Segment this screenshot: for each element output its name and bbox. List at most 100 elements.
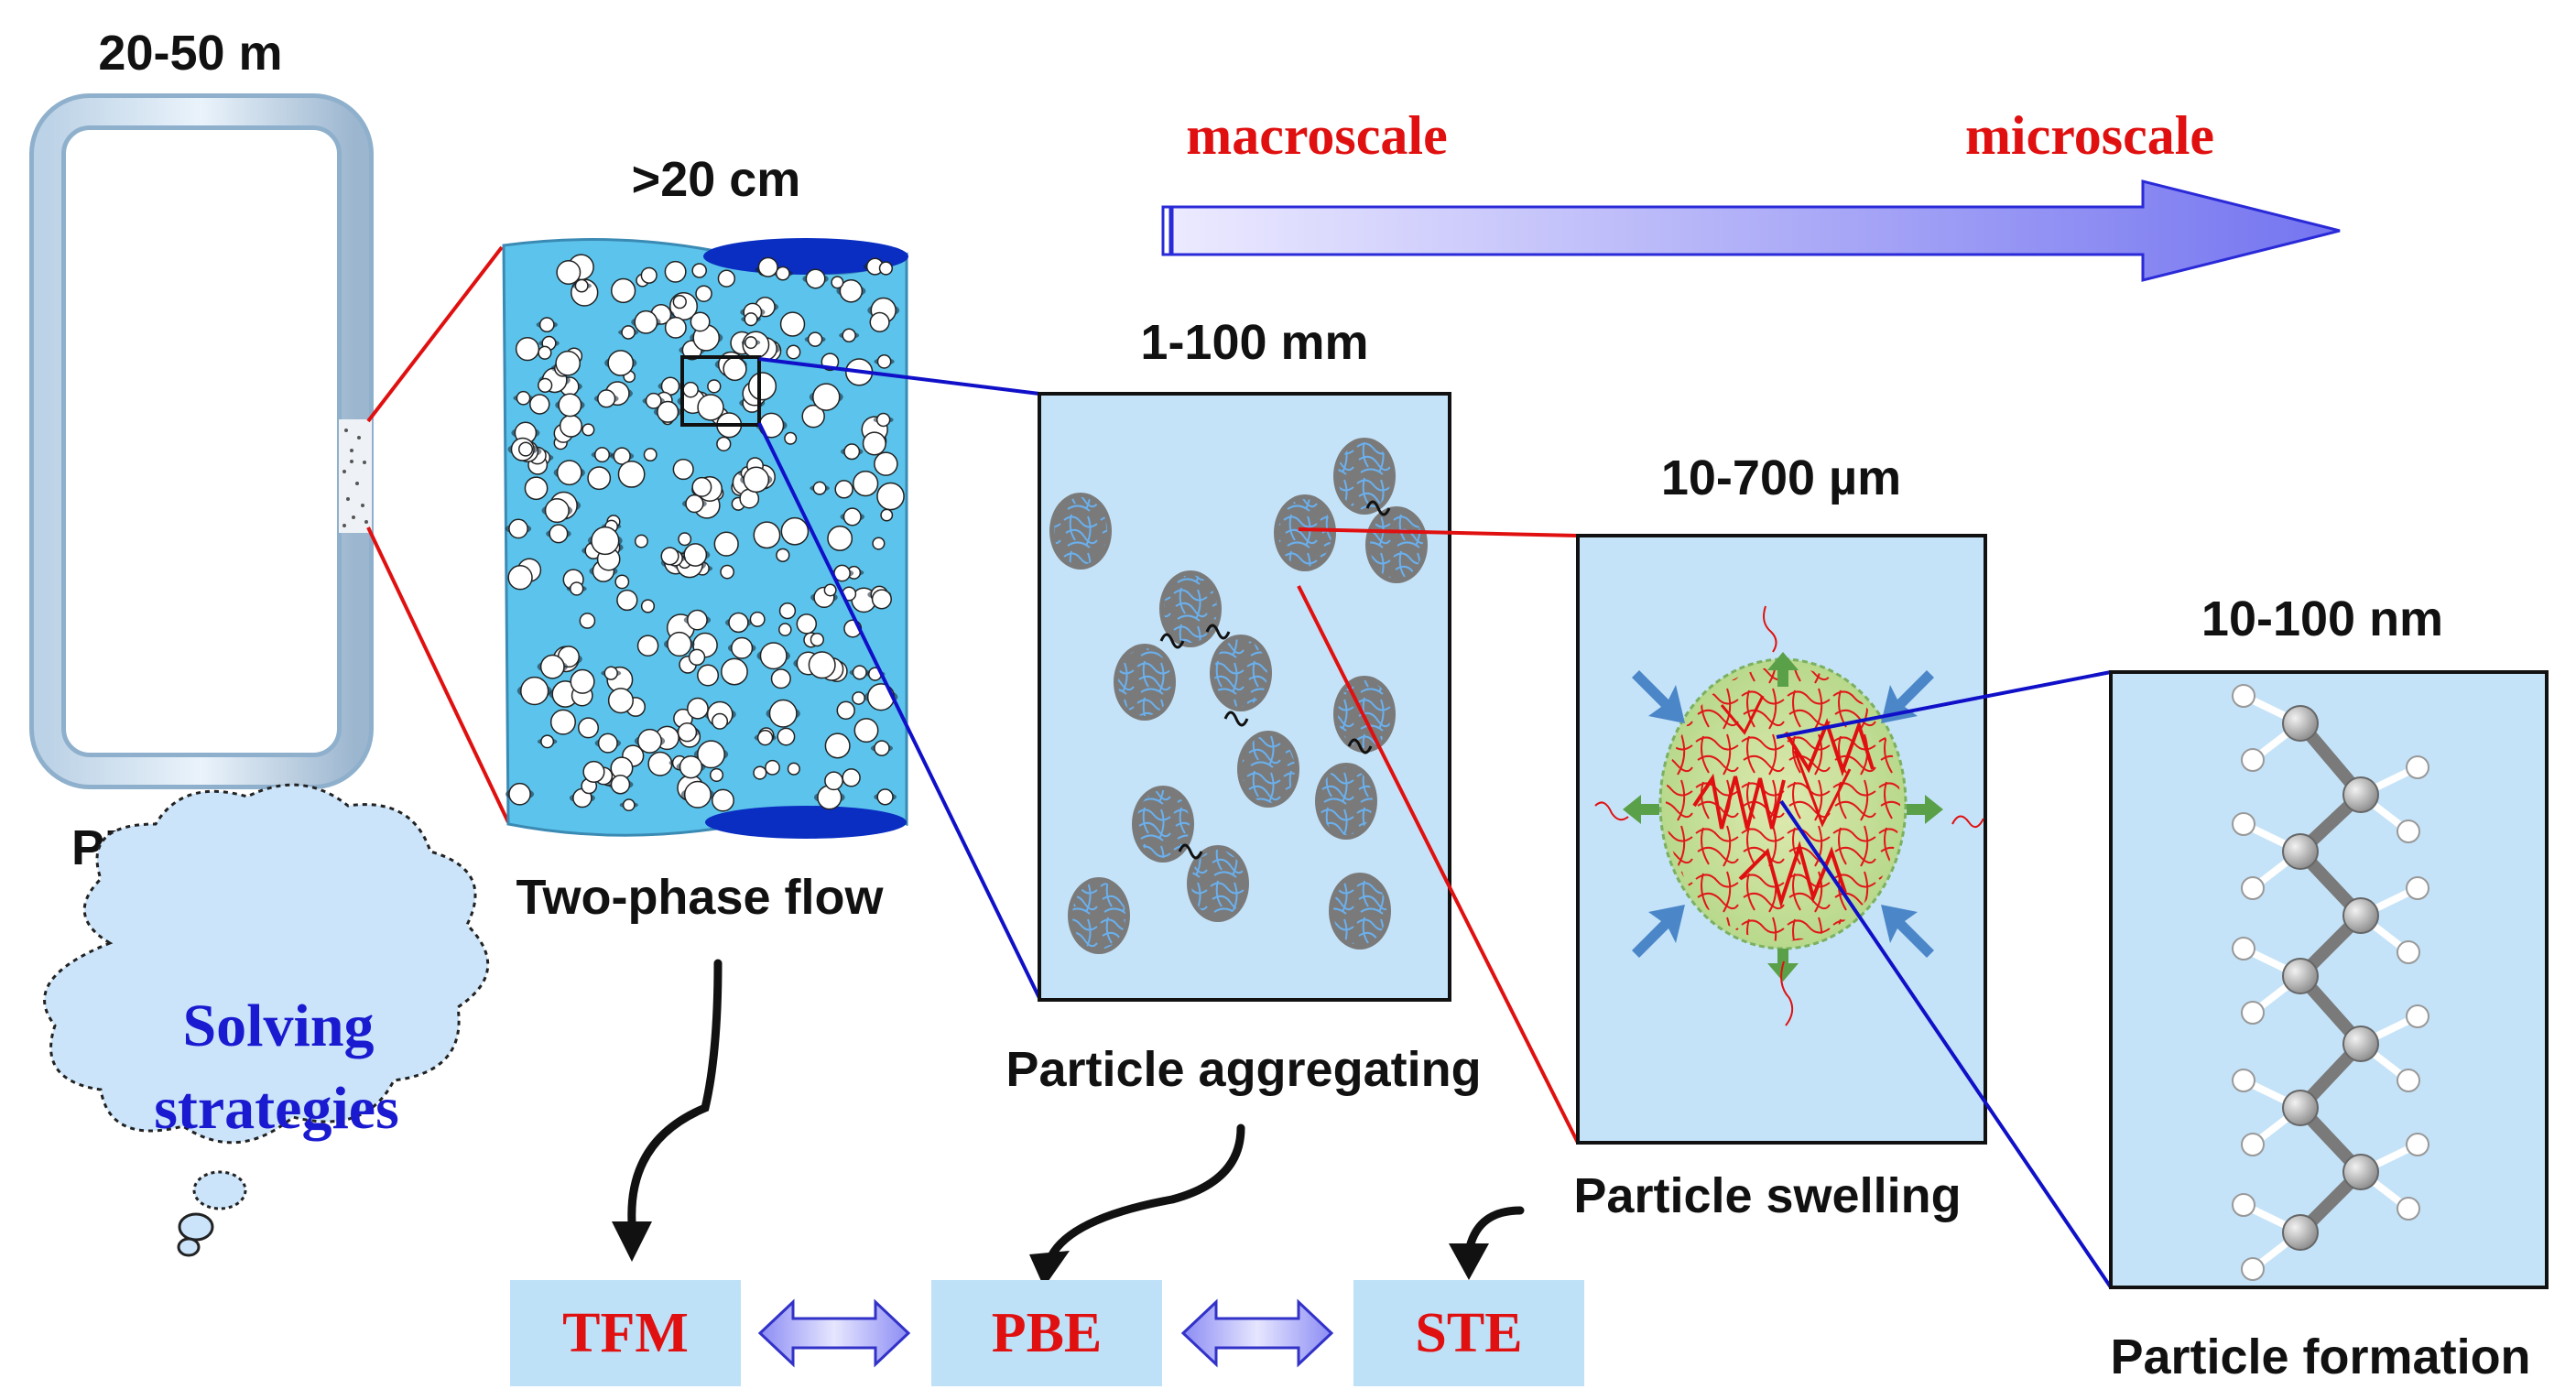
bubble	[508, 518, 528, 539]
polymer-particle	[1237, 731, 1299, 808]
bubble	[876, 788, 894, 806]
pbe-box[interactable]	[931, 1280, 1162, 1386]
bubble	[707, 379, 722, 394]
bubble	[664, 316, 687, 339]
bubble	[582, 423, 595, 437]
bubble	[876, 353, 892, 369]
ste-box[interactable]	[1353, 1280, 1584, 1386]
bubble	[876, 482, 905, 511]
outflow-arrow-icon	[1907, 795, 1943, 824]
carbon-atom	[2282, 958, 2319, 994]
aggregate-particles	[1049, 438, 1428, 954]
bubble	[796, 613, 818, 635]
bubble	[824, 733, 851, 759]
collision-icon	[1159, 633, 1185, 649]
bubble	[634, 534, 648, 548]
cloud-text-line2: strategies	[154, 1075, 399, 1142]
bubble	[880, 508, 894, 522]
bubble	[508, 782, 531, 806]
bubble	[621, 325, 636, 340]
bubble	[579, 613, 596, 629]
bubble	[677, 722, 698, 743]
bubble	[853, 718, 879, 743]
bubble	[720, 564, 735, 580]
carbon-atom	[2342, 897, 2379, 934]
bubble	[728, 612, 749, 634]
bubble	[610, 775, 631, 795]
hydrogen-atom	[2232, 812, 2255, 836]
hydrogen-atom	[2232, 937, 2255, 960]
bubble	[687, 697, 709, 720]
bubble	[524, 476, 549, 501]
swelling-label: Particle swelling	[1573, 1168, 1961, 1223]
bubble	[683, 543, 708, 567]
bubble	[556, 260, 582, 285]
polymer-particle	[1049, 493, 1112, 570]
arrow-tail-bar	[1161, 205, 1172, 256]
pipe-label: Two-phase flow	[516, 870, 885, 925]
bubble	[823, 583, 837, 597]
bubble	[810, 632, 824, 647]
hydrogen-atom	[2232, 684, 2255, 708]
bubble	[843, 443, 861, 461]
bubble	[709, 767, 724, 782]
bubble	[617, 460, 646, 488]
polymer-particle	[1132, 786, 1194, 863]
carbon-atom	[2282, 1214, 2319, 1251]
bubble	[874, 740, 890, 756]
bubble	[716, 436, 732, 452]
bubble	[607, 688, 634, 714]
bubble	[607, 350, 635, 376]
pbe-ste-coupling-arrow	[1180, 1298, 1334, 1368]
bubble	[743, 466, 770, 494]
bubble	[636, 635, 659, 657]
bubble	[757, 256, 778, 277]
bubble	[753, 521, 781, 549]
bubble	[731, 636, 754, 659]
bubble	[827, 526, 853, 551]
bubble	[672, 458, 694, 481]
tfm-arrowhead-icon	[612, 1221, 652, 1262]
bubble	[667, 631, 692, 657]
bubble	[801, 404, 825, 429]
bubble	[756, 729, 774, 746]
arrow-body	[1170, 179, 2341, 282]
bubble	[538, 377, 553, 393]
outflow-arrow-icon	[1767, 652, 1799, 687]
pipe-top-opening	[703, 238, 908, 275]
bubble	[558, 393, 582, 418]
formation-scale-label: 10-100 nm	[2201, 591, 2443, 646]
bubble	[759, 642, 788, 670]
polyethylene-chain	[2232, 684, 2429, 1281]
polymer-particle	[1210, 635, 1272, 711]
hydrogen-atom	[2241, 1257, 2265, 1281]
aggregate-scale-label: 1-100 mm	[1140, 315, 1368, 370]
outflow-arrow-icon	[1623, 795, 1659, 824]
bubble	[622, 798, 636, 812]
bubble	[842, 507, 862, 526]
pipe-bottom-opening	[705, 806, 907, 839]
aggregate-connector-bottom	[1297, 585, 1580, 1144]
bubble	[610, 277, 636, 304]
bubble	[685, 494, 704, 514]
tfm-box[interactable]	[510, 1280, 741, 1386]
bubble	[721, 657, 748, 686]
bubble	[660, 547, 679, 566]
bubble	[778, 623, 792, 636]
bubble	[587, 466, 612, 491]
bubble	[664, 260, 687, 283]
bubble	[517, 441, 534, 457]
bubble	[597, 389, 616, 408]
bubble	[507, 565, 533, 591]
hydrogen-atom	[2232, 1193, 2255, 1217]
carbon-atom	[2282, 1090, 2319, 1126]
bubble	[657, 400, 679, 423]
hydrogen-atom	[2397, 940, 2420, 964]
bubble	[717, 269, 736, 288]
bubble	[786, 344, 801, 360]
bubble	[515, 337, 540, 362]
bubble	[753, 765, 767, 780]
reactor-loop	[29, 93, 374, 789]
bubble	[613, 447, 631, 465]
